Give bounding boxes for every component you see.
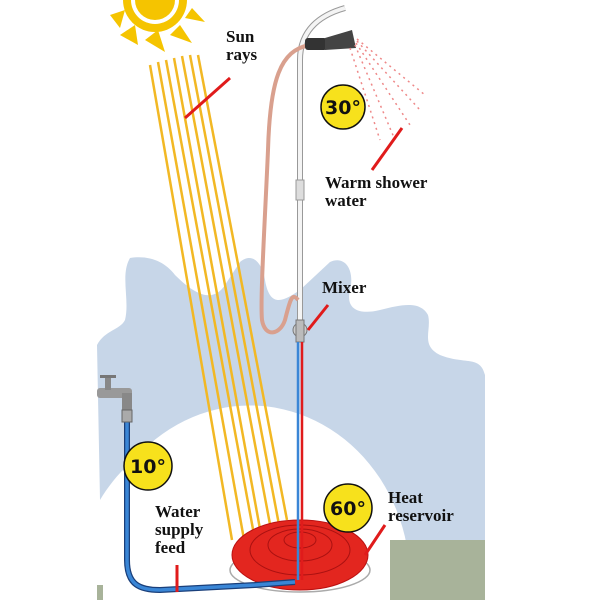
supply-temp-text: 10° xyxy=(130,456,166,478)
sun-rays-label: Sun rays xyxy=(226,27,259,64)
supply-temp-badge: 10° xyxy=(123,441,173,491)
grass-patch xyxy=(390,540,485,600)
water-tap-icon xyxy=(97,375,133,423)
water-supply-label: Water supply feed xyxy=(155,502,207,557)
mixer-label: Mixer xyxy=(322,278,367,297)
background-cog-shape xyxy=(97,257,485,540)
shower-temp-text: 30° xyxy=(325,97,361,119)
shower-hose xyxy=(259,43,311,335)
shower-pole xyxy=(295,5,346,320)
pointer-lines xyxy=(175,76,404,592)
mixer-valve-icon xyxy=(292,319,308,343)
shower-head-icon xyxy=(305,30,356,50)
shower-spray xyxy=(349,38,426,141)
grass-left xyxy=(97,585,103,600)
heat-reservoir-illustration xyxy=(229,519,371,593)
heat-reservoir-label: Heat reservoir xyxy=(388,488,454,525)
reservoir-temp-text: 60° xyxy=(330,498,366,520)
reservoir-temp-badge: 60° xyxy=(323,483,373,533)
sun-rays xyxy=(148,54,289,546)
shower-temp-badge: 30° xyxy=(320,84,366,130)
cold-water-pipe-inner xyxy=(125,420,296,592)
warm-shower-label: Warm shower water xyxy=(325,173,431,210)
sun-icon xyxy=(110,0,205,52)
